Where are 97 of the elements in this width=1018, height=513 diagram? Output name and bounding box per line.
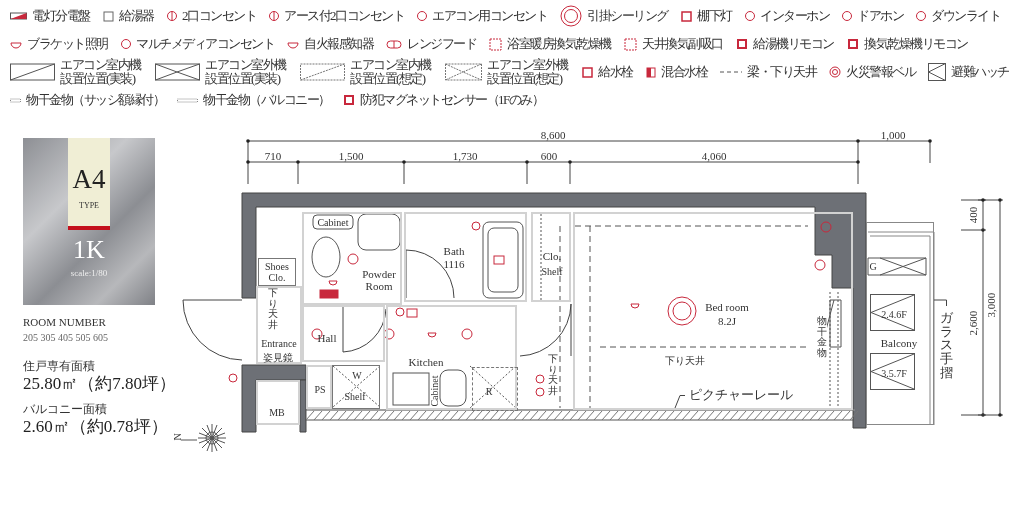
- dimension-label: 3,000: [984, 292, 998, 318]
- fixture-label: 姿見鏡: [263, 351, 293, 363]
- room-label: W: [352, 369, 362, 381]
- dimension-label: 600: [540, 149, 558, 163]
- balcony-area: [866, 222, 934, 425]
- dimension-label: 8,600: [540, 128, 566, 142]
- fixture-label: G: [869, 260, 877, 272]
- type-label: 1K: [73, 235, 105, 265]
- legend-label: 物干金物（サッシ額縁付）: [26, 92, 164, 108]
- leader-line: [674, 395, 686, 409]
- outdoor-unit-box: [870, 353, 915, 390]
- room-area: [256, 286, 302, 364]
- outdoor-unit-box: [870, 294, 915, 331]
- room-area: [386, 305, 517, 410]
- legend-label: 換気乾燥機リモコン: [864, 36, 968, 52]
- room-area: [306, 365, 332, 409]
- room-label: Bed room: [705, 300, 749, 314]
- info-heading: ROOM NUMBER: [23, 316, 106, 329]
- legend-label: ダウンライト: [931, 8, 1000, 24]
- fixture-label: Cabinet: [428, 375, 440, 407]
- room-area: [302, 212, 402, 305]
- room-label: 1116: [443, 257, 465, 271]
- room-label: Balcony: [880, 336, 918, 350]
- legend-label: 引掛シーリング: [587, 8, 668, 24]
- legend-label: 2口コンセント: [182, 8, 256, 24]
- ceiling-note: 下り天井: [548, 354, 558, 396]
- legend-label: 火災警報ベル: [846, 64, 915, 80]
- room-area: [302, 305, 385, 362]
- type-label: A4: [72, 165, 106, 195]
- legend-label: アース付2口コンセント: [284, 8, 404, 24]
- dimension-label: 400: [966, 206, 980, 224]
- legend-label: エアコン室内機設置位置(実装): [60, 57, 142, 87]
- dimension-label: 1,000: [880, 128, 906, 142]
- room-area: [573, 212, 853, 410]
- ceiling-note: 下り天井: [268, 288, 278, 330]
- dimension-label: 2,600: [966, 310, 980, 336]
- legend-label: エアコン用コンセント: [432, 8, 547, 24]
- type-label: scale:1/80: [70, 269, 108, 279]
- room-label: R: [485, 385, 493, 397]
- floor-label: 2.4.6F: [881, 308, 907, 320]
- legend-label: 天井換気副吸口: [642, 36, 723, 52]
- legend-label: ブラケット照明: [27, 36, 108, 52]
- compass-label: N: [171, 433, 183, 441]
- room-label: Bath: [443, 244, 465, 258]
- legend-label: エアコン室外機設置位置(想定): [487, 57, 569, 87]
- room-label: Clo.: [542, 249, 562, 263]
- room-label: Shelf: [541, 265, 563, 277]
- room-label: Kitchen: [408, 355, 444, 369]
- dimension-label: 710: [264, 149, 282, 163]
- dimension-label: 1,500: [338, 149, 364, 163]
- room-area: [256, 380, 300, 425]
- ceiling-note: 下り天井: [665, 354, 705, 366]
- legend-label: 梁・下り天井: [747, 64, 816, 80]
- info-heading: 住戸専有面積: [23, 360, 95, 374]
- room-area: [404, 212, 527, 302]
- legend-label: エアコン室外機設置位置(実装): [205, 57, 287, 87]
- leader-line: [933, 299, 947, 307]
- legend-label: 自火報感知器: [304, 36, 373, 52]
- type-card: [23, 138, 155, 305]
- legend-label: マルチメディアコンセント: [136, 36, 274, 52]
- dimension-label: 1,730: [452, 149, 478, 163]
- legend-label: レンジフード: [407, 36, 476, 52]
- fixture-label: Cabinet: [317, 216, 349, 228]
- area-value: 25.80㎡（約7.80坪）: [23, 375, 176, 394]
- legend-label: 棚下灯: [697, 8, 732, 24]
- legend-label: 避難ハッチ: [951, 64, 1009, 80]
- fixture-label: 物干金物: [817, 316, 827, 358]
- legend-label: 防犯マグネットセンサー（1Fのみ）: [360, 92, 544, 108]
- room-label: PS: [314, 383, 326, 395]
- room-label: Shelf: [344, 390, 366, 402]
- legend-label: 給湯器: [119, 8, 154, 24]
- room-label: MB: [269, 406, 285, 418]
- room-label: Hall: [317, 331, 337, 345]
- legend-label: インターホン: [760, 8, 829, 24]
- legend-label: エアコン室内機設置位置(想定): [350, 57, 432, 87]
- room-label: Powder Room: [361, 267, 397, 293]
- room-area: [531, 212, 571, 302]
- leader-label: ガラス手摺: [939, 310, 953, 380]
- type-label: TYPE: [79, 201, 99, 211]
- area-value: 2.60㎡（約0.78坪）: [23, 418, 168, 437]
- dimension-label: 4,060: [701, 149, 727, 163]
- legend-label: 物干金物（バルコニー）: [203, 92, 330, 108]
- room-label: Shoes Clo.: [264, 261, 290, 283]
- legend-label: 混合水栓: [661, 64, 707, 80]
- floor-label: 3.5.7F: [881, 367, 907, 379]
- storage-box: [258, 258, 296, 286]
- fridge-space: [472, 367, 518, 411]
- info-text: 205 305 405 505 605: [23, 332, 108, 343]
- room-label: Entrance: [261, 337, 297, 349]
- info-heading: バルコニー面積: [23, 403, 107, 417]
- legend-label: ドアホン: [857, 8, 903, 24]
- legend-label: 浴室暖房換気乾燥機: [507, 36, 611, 52]
- legend-label: 給湯機リモコン: [753, 36, 834, 52]
- leader-label: ピクチャーレール: [689, 387, 793, 403]
- legend-label: 給水栓: [598, 64, 633, 80]
- legend-label: 電灯分電盤: [32, 8, 90, 24]
- room-label: 8.2J: [718, 314, 736, 328]
